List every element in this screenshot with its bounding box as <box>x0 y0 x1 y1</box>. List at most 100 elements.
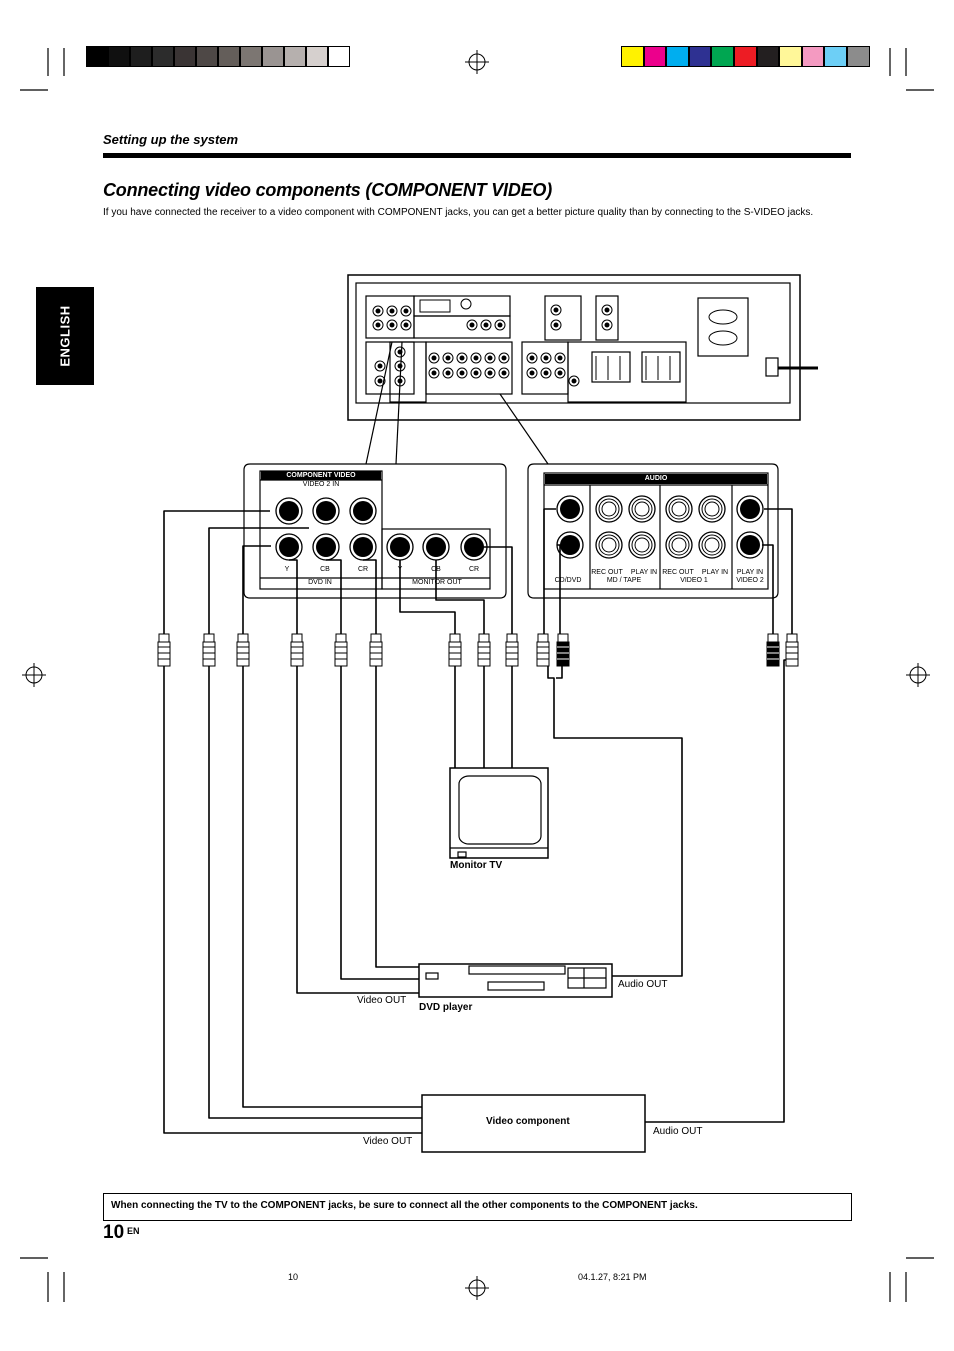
label-play-in-video1: PLAY IN <box>701 569 729 576</box>
rca-jack-core <box>560 499 580 519</box>
registration-swatch <box>779 46 802 67</box>
receiver-jack-pin <box>397 363 403 369</box>
receiver-jack-pin <box>445 355 451 361</box>
rca-jack-core <box>740 535 760 555</box>
receiver-jack-pin <box>553 307 559 313</box>
rca-plug-tip <box>767 633 779 643</box>
label-y-dvd: Y <box>284 566 290 573</box>
receiver-jack-pin <box>377 363 383 369</box>
panel-jacks <box>275 495 764 561</box>
rca-plug-body <box>505 641 519 667</box>
receiver-jack-pin <box>543 355 549 361</box>
rca-plug-body <box>157 641 171 667</box>
cables <box>163 508 793 1134</box>
registration-swatch <box>108 46 130 67</box>
monitor-tv-drawing <box>449 767 549 859</box>
receiver-jack-pin <box>431 355 437 361</box>
receiver-jack-pin <box>487 355 493 361</box>
dvd-player-drawing <box>418 963 613 998</box>
registration-swatch <box>130 46 152 67</box>
registration-swatch <box>688 46 712 67</box>
registration-swatch <box>152 46 174 67</box>
rca-plug-body <box>536 641 550 667</box>
receiver-jack-pin <box>403 322 409 328</box>
label-video1: VIDEO 1 <box>680 577 708 584</box>
label-dvd-player: DVD player <box>419 1002 473 1013</box>
rca-jack-inner <box>634 501 650 517</box>
footer-timestamp: 04.1.27, 8:21 PM <box>578 1272 647 1282</box>
rca-plug-body <box>477 641 491 667</box>
page-title: Connecting video components (COMPONENT V… <box>103 180 553 200</box>
receiver-jack-pin <box>473 355 479 361</box>
receiver-jack-pin <box>389 308 395 314</box>
crop-marks <box>20 48 934 1302</box>
rca-plug-tip <box>158 633 170 643</box>
rca-plug-body <box>369 641 383 667</box>
rca-plug-tip <box>557 633 569 643</box>
rca-plug-tip <box>335 633 347 643</box>
receiver-jack-pin <box>459 370 465 376</box>
language-tab: ENGLISH <box>36 287 94 385</box>
receiver-jack-pin <box>469 322 475 328</box>
rca-jack-core <box>426 537 446 557</box>
receiver-jack-pin <box>557 370 563 376</box>
label-md-tape: MD / TAPE <box>606 577 642 584</box>
registration-swatch <box>666 46 689 67</box>
rca-plug-tip <box>203 633 215 643</box>
label-audio: AUDIO <box>545 474 767 484</box>
receiver-jack-pin <box>553 322 559 328</box>
label-cr-dvd: CR <box>357 566 369 573</box>
registration-swatch <box>240 46 262 67</box>
label-cr-monitor: CR <box>468 566 480 573</box>
receiver-jack-pin <box>377 378 383 384</box>
rca-jack-core <box>316 537 336 557</box>
footer-page: 10 <box>288 1272 299 1282</box>
rca-jack-inner <box>634 537 650 553</box>
registration-swatch <box>86 46 108 67</box>
registration-swatch <box>306 46 328 67</box>
rca-jack-core <box>390 537 410 557</box>
rca-jack-core <box>740 499 760 519</box>
registration-targets <box>22 50 930 1300</box>
rca-jack-core <box>560 535 580 555</box>
label-monitor-tv: Monitor TV <box>450 860 503 871</box>
receiver-switch <box>419 299 451 313</box>
registration-swatch <box>824 46 847 67</box>
label-vc-video-out: Video OUT <box>363 1136 413 1147</box>
receiver-jacks <box>372 298 738 387</box>
rca-plug-tip <box>786 633 798 643</box>
panel-callouts <box>243 341 779 599</box>
label-dvd-video-out: Video OUT <box>357 995 407 1006</box>
registration-swatch <box>262 46 284 67</box>
note-text: When connecting the TV to the COMPONENT … <box>111 1200 698 1211</box>
registration-swatch <box>284 46 306 67</box>
label-rec-out-video1: REC OUT <box>662 569 694 576</box>
registration-swatch <box>711 46 734 67</box>
label-play-in-video2: PLAY IN <box>736 569 764 576</box>
receiver-jack-pin <box>375 322 381 328</box>
receiver-jack-pin <box>389 322 395 328</box>
registration-swatch <box>734 46 757 67</box>
receiver-jack-pin <box>529 355 535 361</box>
page-number: 10 <box>103 1222 125 1243</box>
rca-plug-body <box>334 641 348 667</box>
label-video2-in: VIDEO 2 IN <box>302 481 340 488</box>
rca-jack-core <box>353 501 373 521</box>
label-monitor-out: MONITOR OUT <box>412 579 462 586</box>
receiver-outlet <box>708 330 738 346</box>
rca-plug-tip <box>370 633 382 643</box>
receiver-jack-pin <box>501 355 507 361</box>
receiver-jack-pin <box>557 355 563 361</box>
rca-plug-body <box>766 641 780 667</box>
rca-jack-core <box>279 537 299 557</box>
registration-swatch <box>847 46 870 67</box>
rca-plug-tip <box>478 633 490 643</box>
rca-jack-inner <box>704 501 720 517</box>
rca-jack-inner <box>671 501 687 517</box>
registration-swatch <box>801 46 825 67</box>
receiver-jack-pin <box>459 355 465 361</box>
label-vc-audio-out: Audio OUT <box>653 1126 703 1137</box>
rca-plug-tip <box>537 633 549 643</box>
receiver-jack-pin <box>604 322 610 328</box>
receiver-jack-pin <box>529 370 535 376</box>
